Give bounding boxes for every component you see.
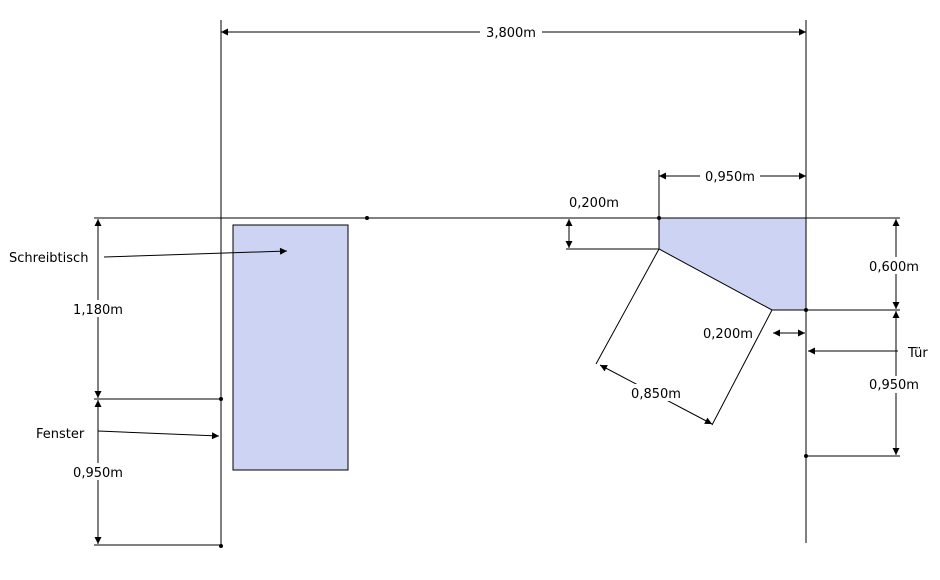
label-desk: Schreibtisch bbox=[9, 251, 88, 266]
vertex-dots bbox=[219, 216, 808, 548]
label-diagonal: 0,850m bbox=[631, 387, 681, 402]
label-window: Fenster bbox=[36, 427, 85, 442]
ext-diag-1 bbox=[595, 248, 660, 365]
desk-shape bbox=[232, 224, 349, 471]
corner-desk-shape bbox=[658, 217, 807, 311]
window-leader bbox=[97, 430, 220, 440]
label-total-width: 3,800m bbox=[486, 26, 536, 41]
label-door: Tür bbox=[907, 346, 928, 361]
label-offset-200-mid: 0,200m bbox=[703, 327, 753, 342]
ext-diag-2 bbox=[711, 309, 773, 426]
label-top-right-width: 0,950m bbox=[705, 170, 755, 185]
label-offset-200-top: 0,200m bbox=[569, 196, 619, 211]
desk-leader bbox=[103, 247, 288, 258]
label-right-depth: 0,600m bbox=[869, 260, 919, 275]
label-door-height: 0,950m bbox=[869, 378, 919, 393]
label-window-height: 0,950m bbox=[73, 466, 123, 481]
label-left-height: 1,180m bbox=[73, 303, 123, 318]
